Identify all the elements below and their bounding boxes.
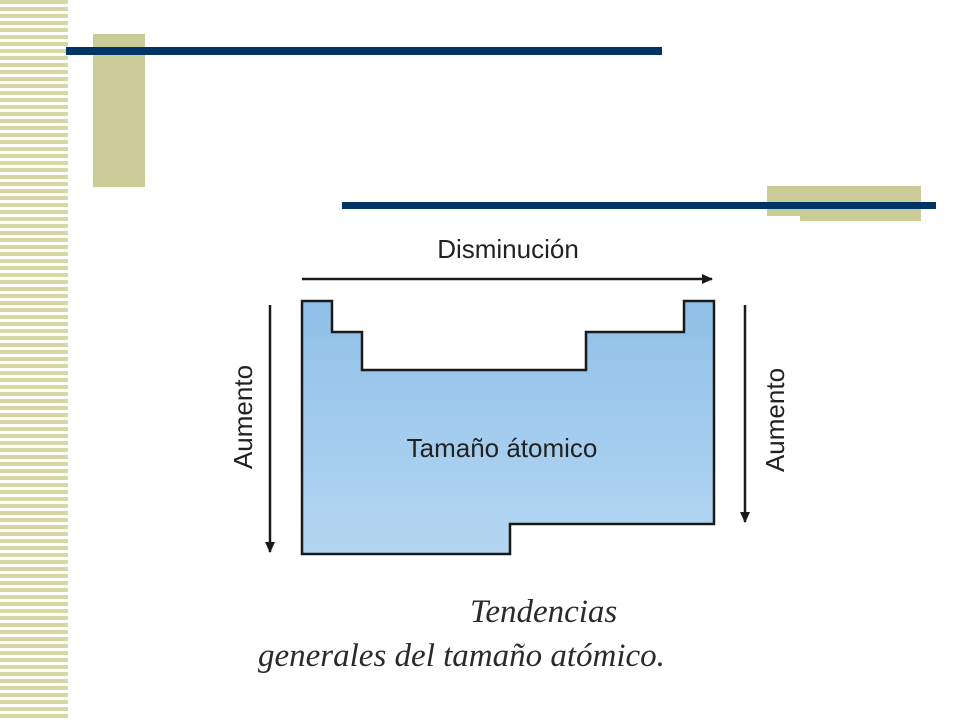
navy-title-rule-top	[66, 47, 662, 55]
left-arrow-label: Aumento	[228, 365, 258, 469]
left-striped-bar	[0, 0, 68, 720]
right-arrow-label: Aumento	[760, 368, 790, 472]
caption-line-1: Tendencias	[470, 594, 618, 630]
caption-line-2: generales del tamaño atómico.	[258, 638, 665, 674]
center-label: Tamaño átomico	[407, 433, 598, 463]
periodic-table-shape	[300, 299, 716, 556]
top-arrow-label: Disminución	[437, 234, 579, 264]
figure-caption: Tendencias generales del tamaño atómico.	[258, 590, 778, 678]
olive-accent-block-horizontal-lower	[800, 206, 921, 221]
olive-accent-block-vertical	[93, 34, 145, 187]
navy-title-rule-bottom	[342, 202, 936, 209]
